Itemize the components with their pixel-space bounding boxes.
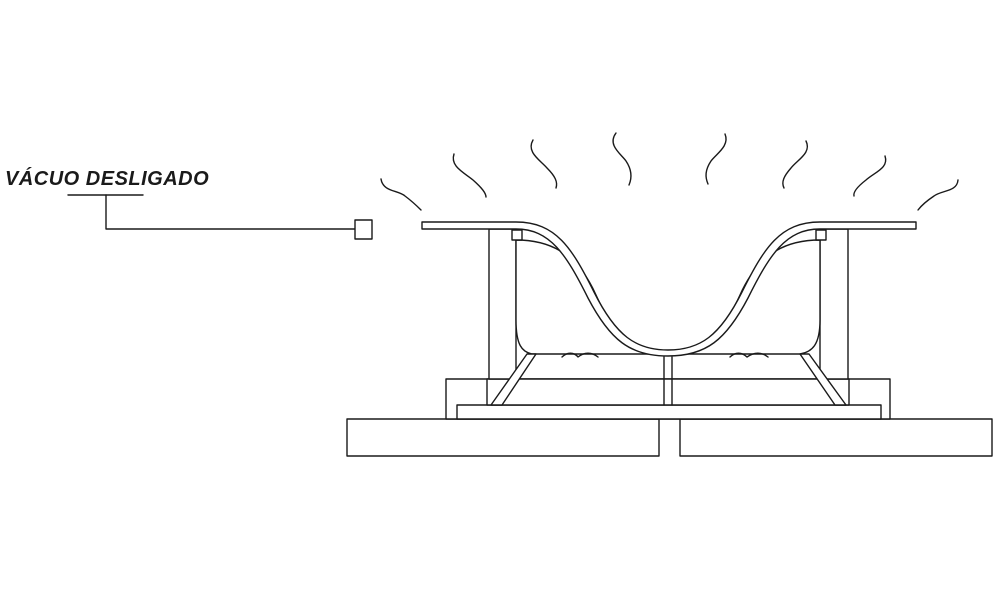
mold-wall-left xyxy=(488,228,517,380)
support-struts xyxy=(490,353,847,406)
strut-left xyxy=(490,353,537,406)
base-blocks xyxy=(346,418,993,457)
clamp-tab-left xyxy=(511,229,523,241)
heat-wave xyxy=(452,153,487,198)
label-leader xyxy=(67,194,373,240)
platform-top xyxy=(486,378,850,406)
heat-wave xyxy=(917,179,959,211)
heat-wave xyxy=(853,155,887,197)
clamp-tabs xyxy=(511,229,827,241)
vacuum-hole xyxy=(561,352,599,358)
heat-wave xyxy=(380,178,422,211)
platform-channel xyxy=(456,404,882,420)
vacuum-indicator-box xyxy=(354,219,373,240)
leader-line xyxy=(105,194,356,230)
heat-wave xyxy=(705,133,727,185)
heat-wave xyxy=(530,139,558,189)
heat-waves xyxy=(380,132,959,211)
vacuum-hole xyxy=(729,352,769,358)
heat-wave xyxy=(612,132,632,186)
mold-cavity xyxy=(515,239,821,355)
base-block-right xyxy=(679,418,993,457)
plastic-sheet xyxy=(421,221,917,357)
clamp-tab-right xyxy=(815,229,827,241)
vacuum-holes xyxy=(561,352,769,358)
vacuum-platform xyxy=(445,356,891,420)
mold-wall-right xyxy=(819,228,849,380)
heat-wave xyxy=(782,140,809,189)
strut-right xyxy=(799,353,847,406)
vacuum-status-label: VÁCUO DESLIGADO xyxy=(5,168,210,190)
base-block-left xyxy=(346,418,660,457)
